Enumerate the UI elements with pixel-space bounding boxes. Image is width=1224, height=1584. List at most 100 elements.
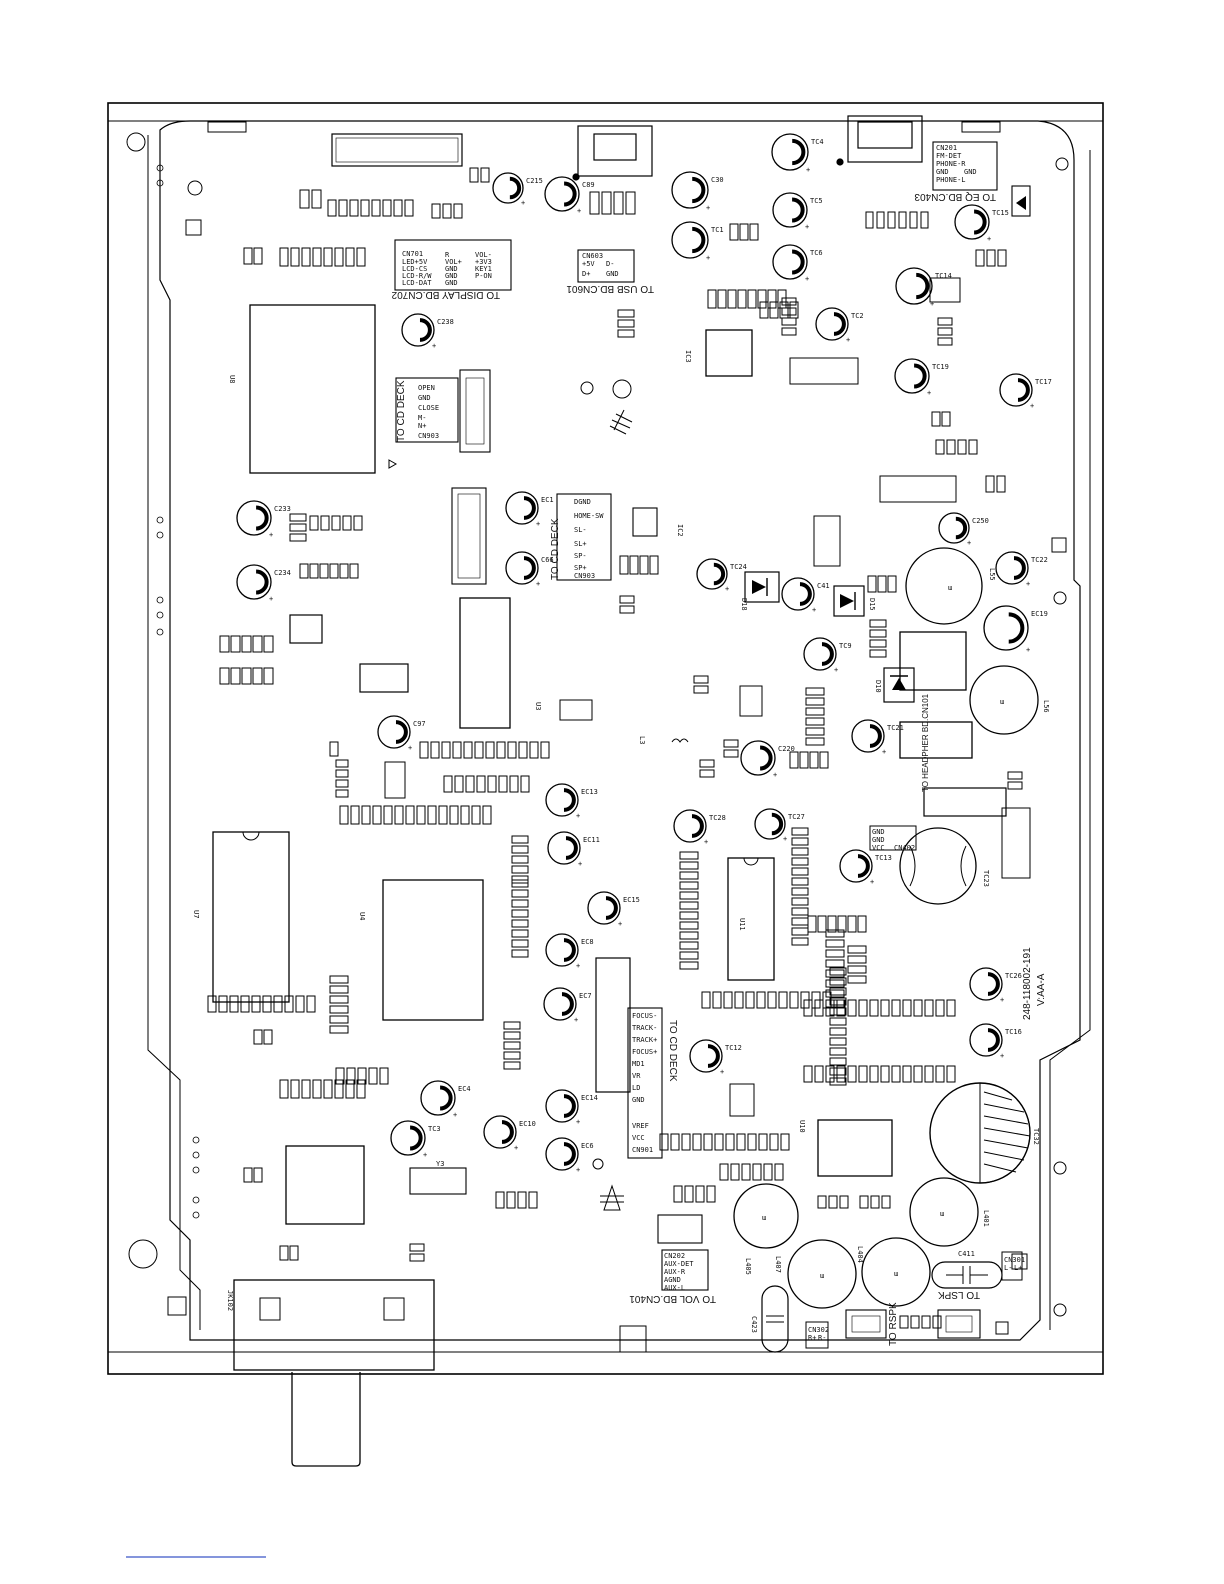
smd-footprint: [679, 961, 699, 970]
elcap-label: C250: [972, 517, 989, 525]
smd-footprint: [707, 289, 717, 309]
smd-footprint: [252, 635, 263, 653]
smd-footprint: [847, 999, 857, 1017]
elcap-label: EC7: [579, 992, 592, 1000]
smd-footprint: [617, 329, 635, 338]
smd-footprint: [791, 907, 809, 916]
smd-footprint: [496, 741, 506, 759]
smd-footprint: [517, 1191, 527, 1209]
connector-headphone-cn101: TO HEADPHER BD.CN101 GND GND VCC CN402: [869, 693, 930, 852]
svg-text:FOCUS-: FOCUS-: [632, 1012, 657, 1020]
smd-footprint: [342, 515, 352, 531]
smd-footprint: [859, 1195, 869, 1209]
elcap-label: EC8: [581, 938, 594, 946]
smd-footprint: [409, 1243, 425, 1252]
smd-footprint: [357, 1067, 367, 1085]
smd-footprint: [913, 1065, 923, 1083]
svg-text:D18: D18: [740, 598, 748, 611]
smd-footprint: [829, 1017, 847, 1026]
ic-u4: U4: [358, 879, 484, 1021]
smd-footprint: [814, 999, 824, 1017]
smd-footprint: [329, 995, 349, 1004]
smd-footprint: [829, 967, 847, 976]
ic-ic2: IC2: [632, 507, 684, 537]
svg-text:D10: D10: [874, 680, 882, 693]
smd-footprint: [836, 1065, 846, 1083]
ic-q9: [359, 663, 409, 693]
smd-footprint: [763, 1163, 773, 1181]
usb-connector-title: TO USB BD.CN601: [566, 283, 654, 294]
elcap-label: TC1: [711, 226, 724, 234]
svg-text:GND: GND: [445, 265, 458, 273]
smd-footprint: [289, 533, 307, 542]
smd-footprint: [230, 667, 241, 685]
svg-text:TC23: TC23: [982, 870, 990, 887]
svg-text:CN903: CN903: [418, 432, 439, 440]
smd-footprint: [353, 515, 363, 531]
svg-text:CN302: CN302: [808, 1326, 829, 1334]
smd-footprint: [791, 827, 809, 836]
svg-text:R+: R+: [808, 1334, 816, 1342]
elcap-c234: C234+: [236, 564, 291, 603]
inductor-l56: ɯ L56: [969, 665, 1050, 735]
headphone-connector-title: TO HEADPHER BD.CN101: [921, 693, 930, 792]
polarity-plus-icon: +: [423, 1151, 427, 1159]
polarity-plus-icon: +: [706, 254, 710, 262]
elcap-ec11: EC11+: [547, 831, 600, 868]
elcap-tc17: TC17+: [999, 373, 1052, 410]
elcap-c220: C220+: [740, 740, 795, 779]
smd-footprint: [243, 247, 253, 265]
smd-footprint: [241, 635, 252, 653]
polarity-plus-icon: +: [514, 1144, 518, 1152]
elcap-tc12: TC12+: [689, 1039, 742, 1076]
smd-footprint: [219, 635, 230, 653]
smd-footprint: [528, 1191, 538, 1209]
inductor-l3: L3: [638, 736, 689, 744]
elcap-label: TC22: [1031, 556, 1048, 564]
smd-footprint: [679, 941, 699, 950]
smd-footprint: [218, 995, 228, 1013]
elcap-ec7: EC7+: [543, 987, 592, 1024]
smd-footprint: [899, 1315, 909, 1329]
svg-text:KEY1: KEY1: [475, 265, 492, 273]
polarity-plus-icon: +: [805, 275, 809, 283]
bottom-slot: [619, 1325, 647, 1353]
smd-footprint: [509, 775, 519, 793]
smd-footprint: [438, 805, 448, 825]
smd-footprint: [825, 959, 845, 968]
svg-text:TRACK-: TRACK-: [632, 1024, 657, 1032]
smd-footprint: [329, 741, 339, 757]
svg-text:LCD-CS: LCD-CS: [402, 265, 427, 273]
smd-footprint: [323, 247, 333, 267]
elcap-ec19: EC19+: [983, 605, 1048, 654]
elcap-label: EC14: [581, 1094, 598, 1102]
ic-box-small6: [929, 277, 961, 303]
svg-text:CN603: CN603: [582, 252, 603, 260]
smd-footprint: [880, 999, 890, 1017]
smd-footprint: [301, 247, 311, 267]
svg-text:CN701: CN701: [402, 250, 423, 258]
connector-rspk: TO RSPK CN302 R+ R-: [805, 1302, 899, 1349]
polarity-plus-icon: +: [1000, 1052, 1004, 1060]
smd-footprint: [913, 999, 923, 1017]
svg-text:GND: GND: [632, 1096, 645, 1104]
smd-footprint: [769, 301, 779, 319]
svg-text:AUX-R: AUX-R: [664, 1268, 686, 1276]
svg-text:OPEN: OPEN: [418, 384, 435, 392]
smd-footprint: [253, 1029, 263, 1045]
inductor-l404: ɯ L404: [856, 1237, 931, 1307]
svg-text:CN901: CN901: [632, 1146, 653, 1154]
smd-footprint: [279, 1245, 289, 1261]
smd-footprint: [805, 717, 825, 726]
svg-text:LED+5V: LED+5V: [402, 258, 428, 266]
smd-footprint: [319, 563, 329, 579]
screw-icon-upper: [609, 409, 633, 435]
smd-footprint: [495, 1191, 505, 1209]
svg-text:R: R: [445, 251, 450, 259]
smd-footprint: [252, 667, 263, 685]
smd-footprint: [825, 989, 845, 998]
smd-footprint: [847, 915, 857, 933]
elcap-c41: C41+: [781, 577, 830, 614]
smd-footprint: [306, 995, 316, 1013]
smd-footprint: [511, 845, 529, 854]
